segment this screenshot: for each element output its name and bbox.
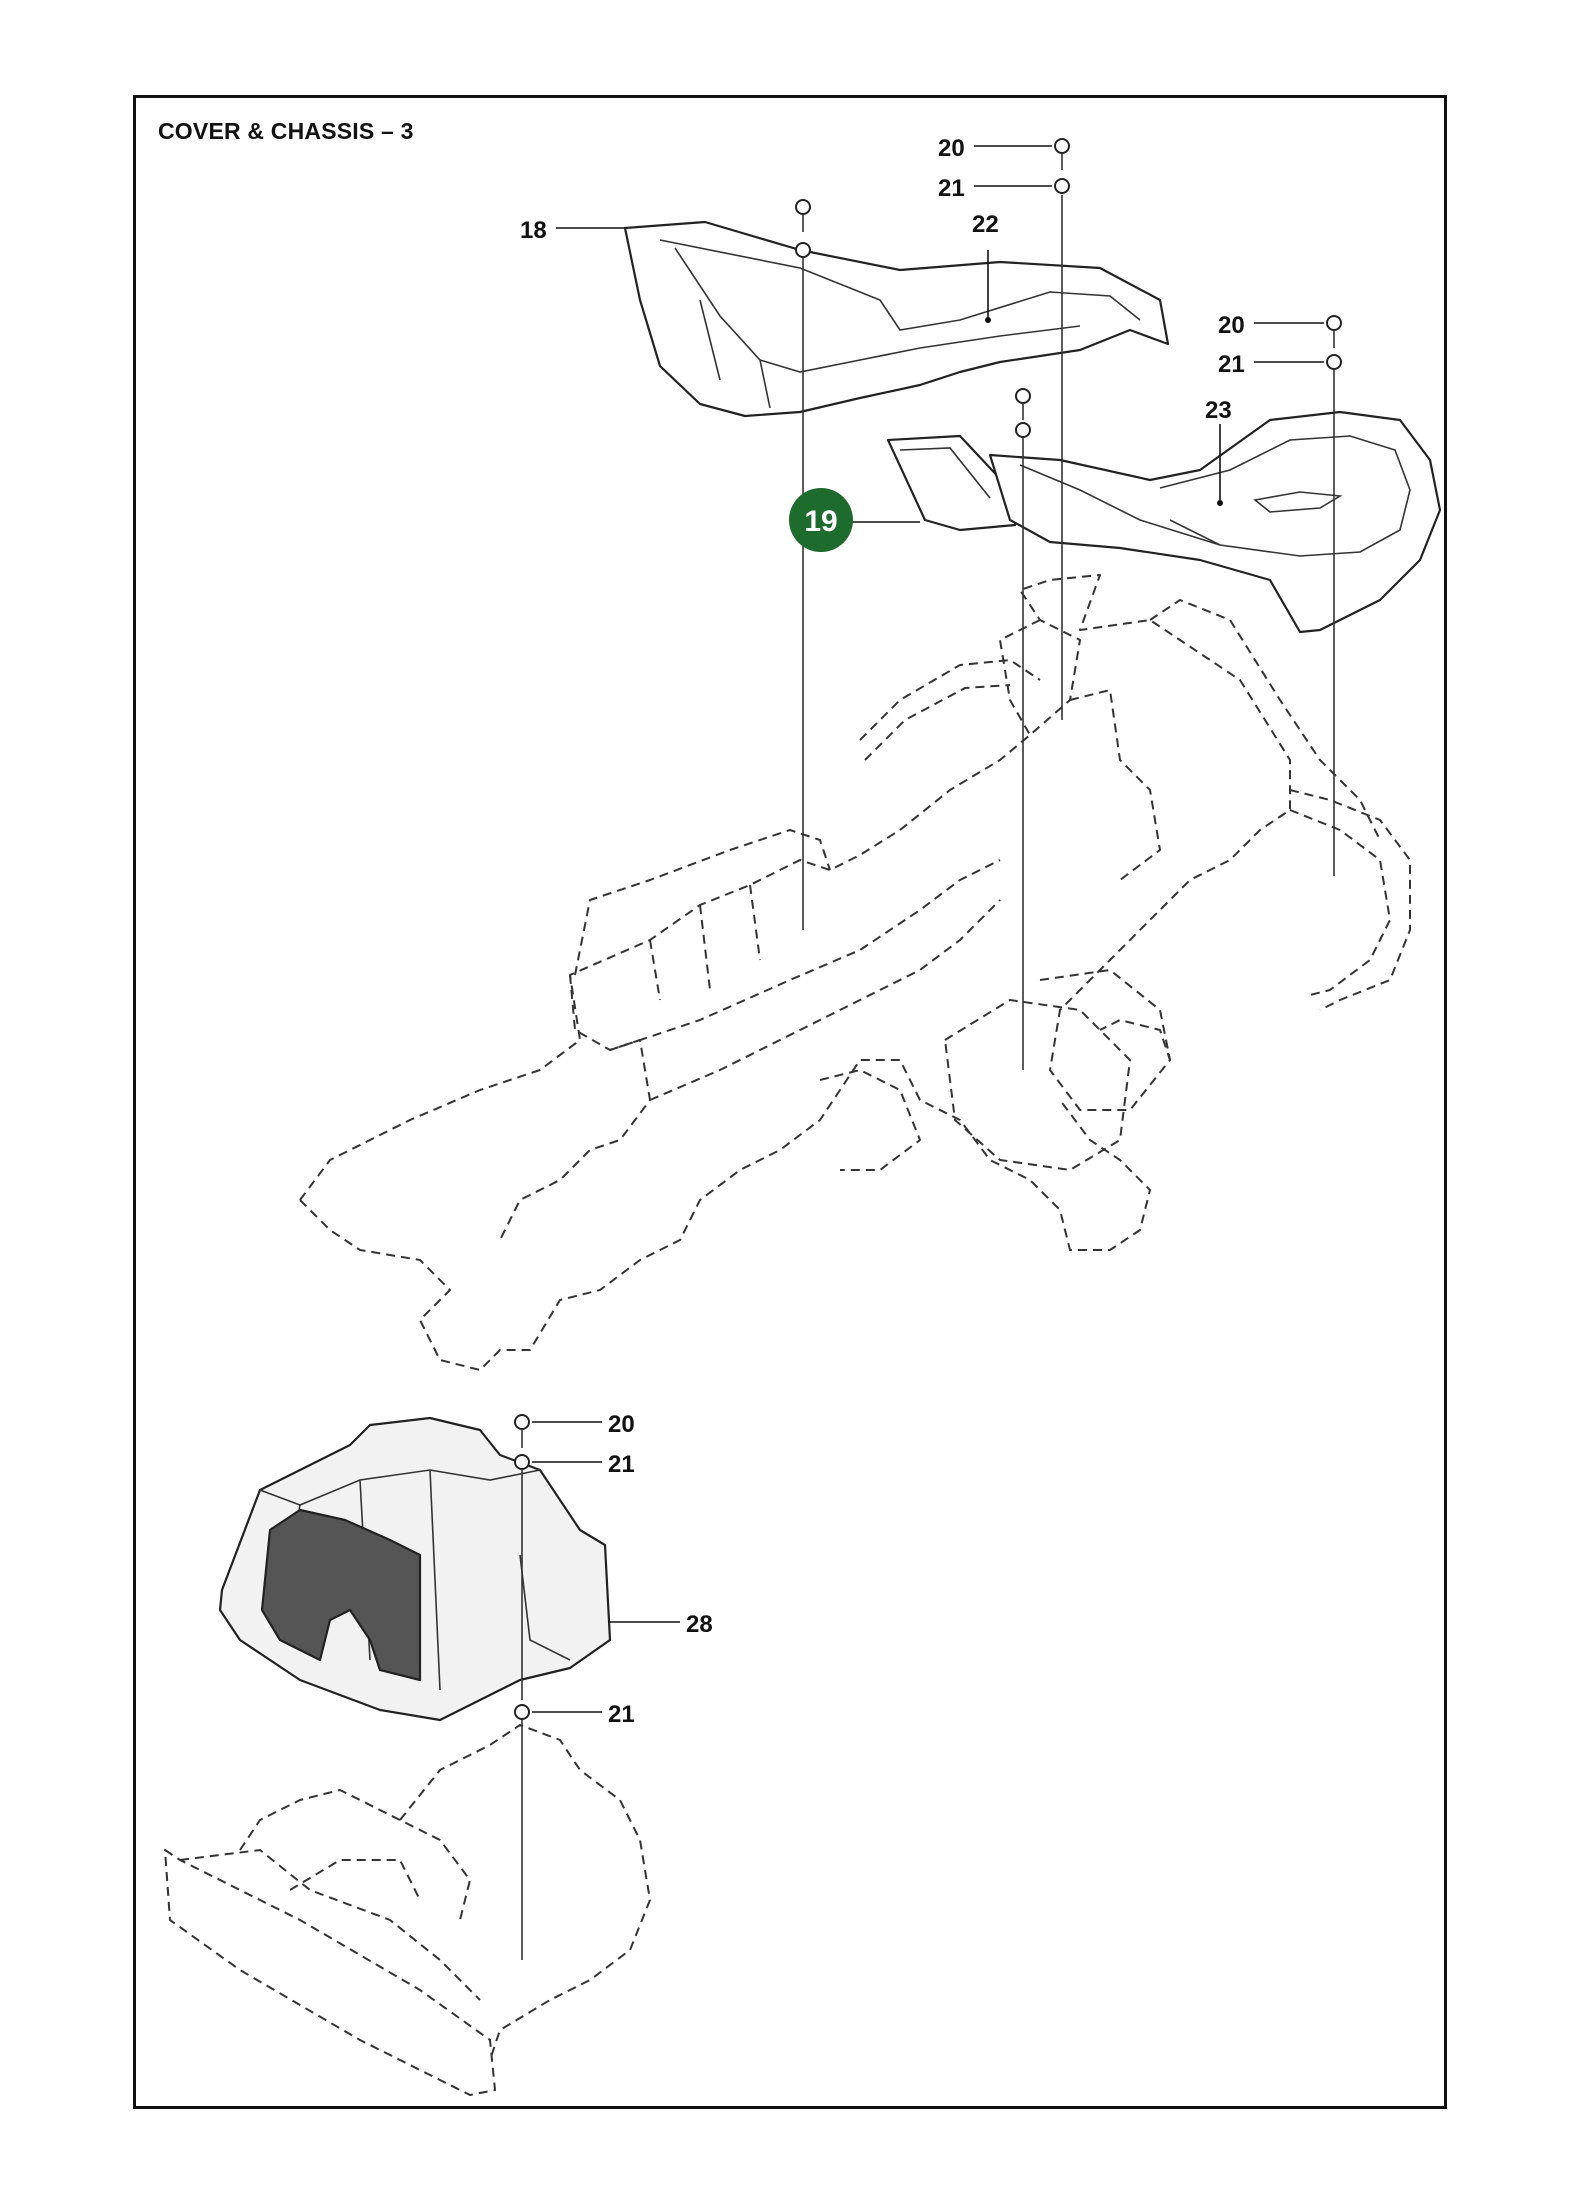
callout-20b[interactable]: 20 — [1218, 312, 1324, 339]
front-cowl — [164, 1724, 651, 2096]
washer-icon — [795, 242, 811, 258]
bracket-part-19[interactable] — [886, 434, 1022, 532]
diagram-frame — [133, 95, 1447, 2109]
svg-text:20: 20 — [938, 135, 965, 162]
svg-text:21: 21 — [608, 1701, 635, 1728]
bolt-icon — [514, 1414, 530, 1430]
assembly-lines — [521, 195, 1335, 1960]
callout-22[interactable]: 22 — [972, 211, 999, 323]
callout-21a[interactable]: 21 — [938, 175, 1052, 202]
callout-21c[interactable]: 21 — [532, 1451, 635, 1478]
svg-text:23: 23 — [1205, 397, 1232, 424]
svg-text:18: 18 — [520, 217, 547, 244]
callout-28[interactable]: 28 — [608, 1611, 713, 1638]
chassis-frame — [299, 574, 1411, 1371]
svg-text:28: 28 — [686, 1611, 713, 1638]
callout-21d[interactable]: 21 — [532, 1701, 635, 1728]
bolt-icon — [795, 199, 811, 215]
callout-21b[interactable]: 21 — [1218, 351, 1324, 378]
bolt-icon — [1054, 138, 1070, 154]
washer-icon — [1054, 178, 1070, 194]
washer-icon — [1015, 422, 1031, 438]
callout-18[interactable]: 18 — [520, 217, 625, 244]
fender-part-18[interactable] — [623, 220, 1170, 418]
seat-pan-part-23[interactable] — [988, 410, 1442, 634]
page-title: COVER & CHASSIS – 3 — [158, 118, 414, 144]
engine-cover-part-28[interactable] — [218, 1416, 612, 1722]
svg-text:20: 20 — [1218, 312, 1245, 339]
bolt-icon — [1326, 315, 1342, 331]
washer-icon — [514, 1454, 530, 1470]
callout-19[interactable]: 19 — [789, 488, 920, 552]
washer-icon — [1326, 354, 1342, 370]
bolt-icon — [1015, 388, 1031, 404]
callout-20a[interactable]: 20 — [938, 135, 1052, 162]
callout-20c[interactable]: 20 — [532, 1411, 635, 1438]
hardware — [514, 138, 1342, 1720]
svg-text:20: 20 — [608, 1411, 635, 1438]
svg-text:19: 19 — [804, 505, 837, 538]
svg-text:21: 21 — [608, 1451, 635, 1478]
svg-text:21: 21 — [1218, 351, 1245, 378]
svg-text:22: 22 — [972, 211, 999, 238]
washer-icon — [514, 1704, 530, 1720]
callout-23[interactable]: 23 — [1205, 397, 1232, 506]
svg-text:21: 21 — [938, 175, 965, 202]
